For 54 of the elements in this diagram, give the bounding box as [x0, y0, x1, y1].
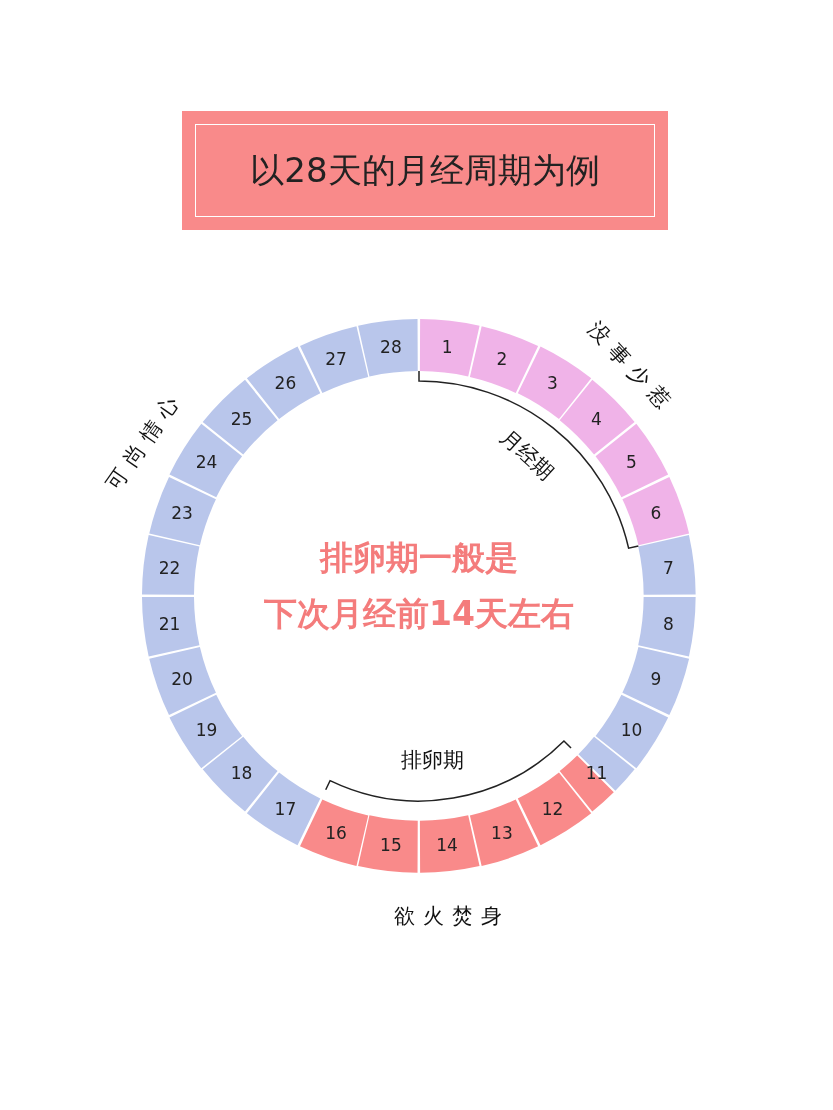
day-number: 4 — [591, 408, 602, 429]
day-number: 24 — [195, 452, 218, 473]
arc-label: 欲火焚身 — [394, 903, 510, 930]
note-text: 下次月经前14天左右 — [264, 592, 574, 635]
day-number: 7 — [663, 557, 674, 578]
day-segment — [142, 534, 200, 596]
day-number: 28 — [380, 336, 402, 357]
day-segment — [357, 815, 419, 873]
day-number: 26 — [274, 373, 297, 394]
day-number: 23 — [171, 503, 193, 524]
day-number: 16 — [325, 822, 347, 843]
day-number: 22 — [158, 557, 181, 578]
day-number: 27 — [325, 349, 347, 370]
day-number: 19 — [195, 719, 218, 740]
title: 以28天的月经周期为例 — [250, 148, 600, 192]
day-number: 10 — [620, 719, 643, 740]
day-number: 12 — [541, 798, 564, 819]
day-number: 9 — [650, 668, 662, 689]
day-segment — [298, 798, 369, 867]
day-number: 13 — [491, 822, 513, 843]
day-segment — [419, 319, 481, 377]
day-segment — [621, 646, 690, 717]
day-segment — [638, 534, 696, 596]
day-number: 5 — [626, 452, 637, 473]
day-segment — [638, 596, 696, 658]
day-segment — [298, 325, 369, 394]
day-number: 21 — [158, 614, 181, 635]
day-segment — [148, 646, 217, 717]
day-segment — [594, 423, 669, 499]
day-segment — [469, 798, 540, 867]
day-segment — [142, 596, 200, 658]
day-number: 2 — [496, 349, 508, 370]
day-number: 6 — [650, 503, 662, 524]
day-number: 20 — [171, 668, 193, 689]
day-segment — [621, 475, 690, 546]
day-segment — [357, 319, 419, 377]
day-number: 17 — [274, 798, 297, 819]
day-number: 15 — [380, 835, 402, 856]
day-number: 18 — [230, 763, 253, 784]
day-segment — [148, 475, 217, 546]
day-number: 14 — [436, 835, 458, 856]
phase-label: 月经期 — [494, 424, 560, 487]
phase-label: 排卵期 — [400, 747, 464, 774]
day-segment — [169, 423, 244, 499]
day-number: 11 — [585, 763, 608, 784]
day-segment — [516, 346, 592, 421]
day-number: 1 — [441, 336, 453, 357]
day-number: 8 — [663, 614, 674, 635]
day-segment — [419, 815, 481, 873]
arc-label: 可尚情心 — [100, 384, 190, 496]
note-text: 排卵期一般是 — [320, 536, 518, 579]
day-number: 25 — [230, 408, 253, 429]
day-number: 3 — [547, 373, 558, 394]
day-segment — [469, 325, 540, 394]
